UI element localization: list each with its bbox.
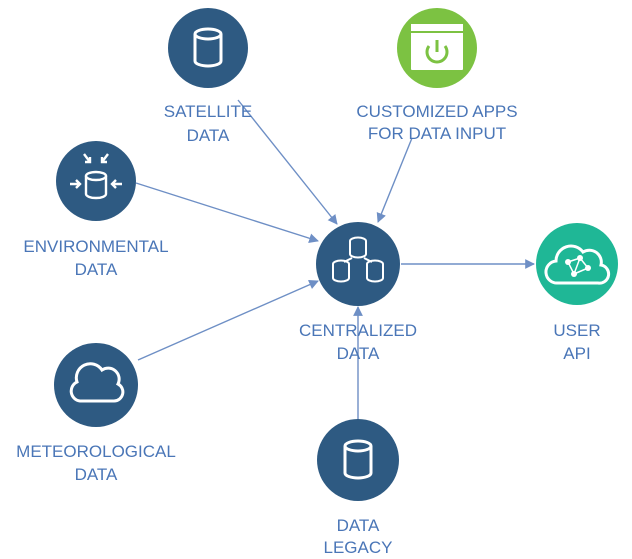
node-circle bbox=[168, 8, 248, 88]
node-circle bbox=[317, 419, 399, 501]
environmental-label-line2: DATA bbox=[75, 260, 118, 279]
node-centralized-data: CENTRALIZED DATA bbox=[299, 222, 417, 363]
cloud-network-icon bbox=[544, 244, 611, 285]
svg-text:DATA: DATA bbox=[187, 126, 230, 145]
multi-database-icon bbox=[332, 236, 384, 283]
app-window-icon bbox=[411, 24, 463, 70]
svg-text:API: API bbox=[563, 344, 590, 363]
svg-text:USER: USER bbox=[553, 321, 600, 340]
database-inflow-icon bbox=[70, 153, 122, 200]
centralized-label-line1: CENTRALIZED bbox=[299, 321, 417, 340]
centralized-label-line2: DATA bbox=[337, 344, 380, 363]
svg-text:METEOROLOGICAL: METEOROLOGICAL bbox=[16, 442, 176, 461]
api-label-line2: API bbox=[563, 344, 590, 363]
node-circle bbox=[54, 343, 138, 427]
satellite-label-line1: SATELLITE bbox=[164, 102, 253, 121]
svg-text:CENTRALIZED: CENTRALIZED bbox=[299, 321, 417, 340]
node-environmental-data: ENVIRONMENTAL DATA bbox=[23, 141, 169, 279]
node-customized-apps: CUSTOMIZED APPS FOR DATA INPUT bbox=[356, 8, 518, 143]
apps-label-line1: CUSTOMIZED APPS bbox=[356, 102, 517, 121]
node-user-api: USER API bbox=[536, 223, 618, 363]
legacy-label-line1: DATA bbox=[337, 516, 380, 535]
edge-environmental-to-centralized bbox=[135, 182, 319, 243]
meteorological-label-line2: DATA bbox=[75, 465, 118, 484]
apps-label-line2: FOR DATA INPUT bbox=[368, 124, 506, 143]
meteorological-label-line1: METEOROLOGICAL bbox=[16, 442, 176, 461]
svg-text:ENVIRONMENTAL: ENVIRONMENTAL bbox=[23, 237, 168, 256]
environmental-label-line1: ENVIRONMENTAL bbox=[23, 237, 168, 256]
node-satellite-data: SATELLITE DATA bbox=[164, 8, 253, 145]
svg-text:SATELLITE: SATELLITE bbox=[164, 102, 253, 121]
database-icon bbox=[343, 439, 373, 480]
satellite-label-line2: DATA bbox=[187, 126, 230, 145]
svg-text:FOR DATA INPUT: FOR DATA INPUT bbox=[368, 124, 506, 143]
node-circle bbox=[316, 222, 400, 306]
edge-meteorological-to-centralized bbox=[137, 280, 319, 361]
edge-apps-to-centralized bbox=[376, 137, 413, 223]
svg-text:DATA: DATA bbox=[337, 516, 380, 535]
svg-text:DATA: DATA bbox=[75, 260, 118, 279]
svg-text:CUSTOMIZED APPS: CUSTOMIZED APPS bbox=[356, 102, 517, 121]
database-icon bbox=[193, 27, 223, 68]
edges bbox=[135, 99, 535, 420]
cloud-icon bbox=[69, 362, 125, 403]
edge-satellite-to-centralized bbox=[237, 99, 338, 225]
svg-text:DATA: DATA bbox=[337, 344, 380, 363]
legacy-label-line2: LEGACY bbox=[324, 538, 393, 557]
node-data-legacy: DATA LEGACY bbox=[317, 419, 399, 557]
api-label-line1: USER bbox=[553, 321, 600, 340]
node-meteorological-data: METEOROLOGICAL DATA bbox=[16, 343, 176, 484]
svg-text:DATA: DATA bbox=[75, 465, 118, 484]
svg-text:LEGACY: LEGACY bbox=[324, 538, 393, 557]
